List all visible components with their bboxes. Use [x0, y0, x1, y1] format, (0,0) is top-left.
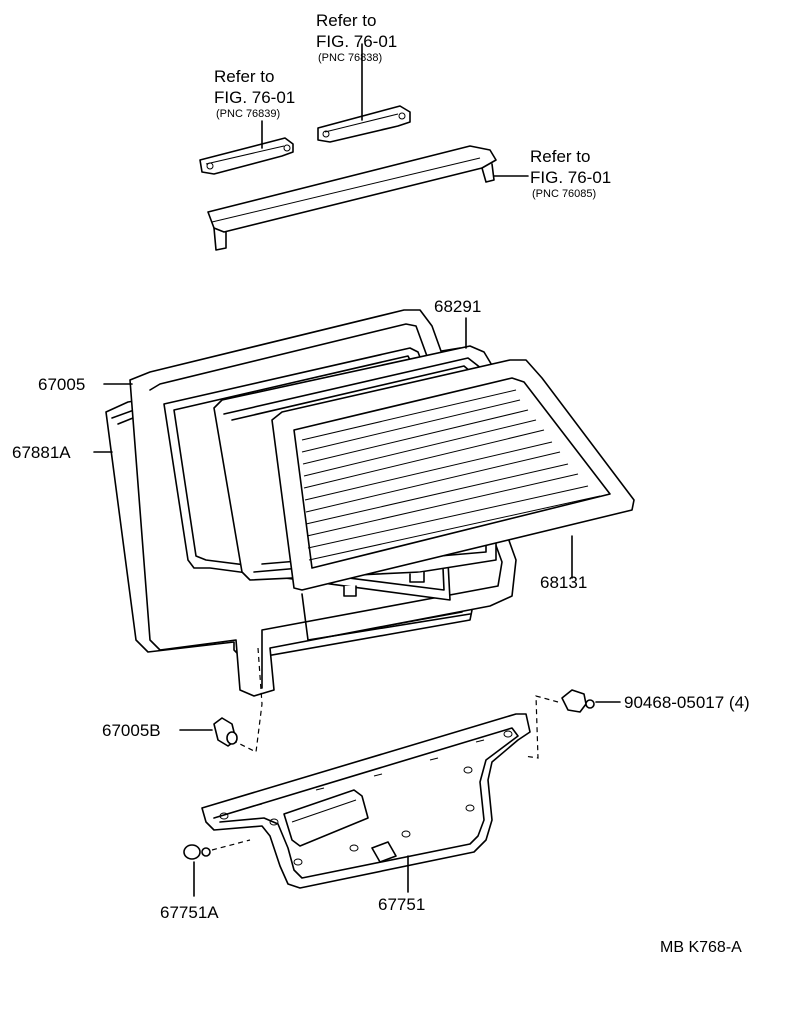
part-label-67881a: 67881A [12, 443, 71, 462]
back-window-glass-68131 [271, 359, 635, 597]
back-door-trim-board-67751 [201, 713, 531, 893]
ref-76839-line2: FIG. 76-01 [214, 88, 295, 107]
part-label-68291: 68291 [434, 297, 481, 316]
glass-tint-hatching [301, 389, 601, 561]
hinge-bracket-left [199, 120, 294, 175]
ref-76838-line1: Refer to [316, 11, 376, 30]
ref-76085-line2: FIG. 76-01 [530, 168, 611, 187]
ref-76838-line2: FIG. 76-01 [316, 32, 397, 51]
ref-label-76085: Refer to FIG. 76-01 (PNC 76085) [530, 147, 611, 200]
part-label-90468-05017: 90468-05017 (4) [624, 693, 750, 712]
ref-76085-pnc: (PNC 76085) [532, 188, 596, 200]
ref-76839-line1: Refer to [214, 67, 274, 86]
ref-76839-pnc: (PNC 76839) [216, 108, 280, 120]
ref-label-76839: Refer to FIG. 76-01 (PNC 76839) [214, 67, 295, 120]
part-label-67751: 67751 [378, 895, 425, 914]
ref-76838-pnc: (PNC 76838) [318, 52, 382, 64]
hinge-bracket-right [317, 43, 411, 143]
clip-90468-05017 [523, 689, 621, 759]
leader-lines [93, 383, 133, 453]
cushion-clip-67005b [179, 647, 263, 753]
part-label-68131: 68131 [540, 573, 587, 592]
ref-76085-line1: Refer to [530, 147, 590, 166]
rear-spoiler [207, 145, 529, 251]
clip-67751a [183, 839, 251, 897]
diagram-code: MB K768-A [660, 939, 742, 956]
part-label-67005b: 67005B [102, 721, 161, 740]
part-label-67751a: 67751A [160, 903, 219, 922]
ref-label-76838: Refer to FIG. 76-01 (PNC 76838) [316, 11, 397, 64]
part-label-67005: 67005 [38, 375, 85, 394]
